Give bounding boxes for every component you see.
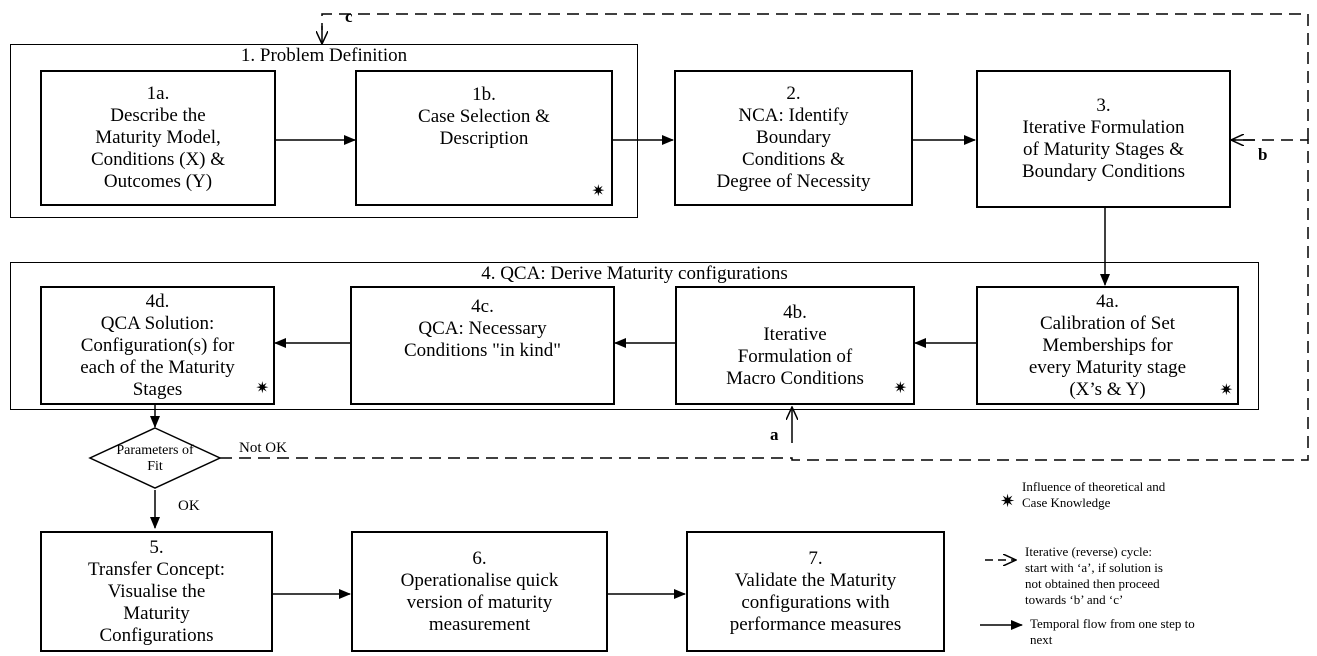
step-6-box: 6. Operationalise quick version of matur… [351, 531, 608, 652]
step-2-line: 2. [786, 83, 801, 104]
step-1a-line: Maturity Model, [95, 127, 221, 148]
step-4d-box: 4d. QCA Solution: Configuration(s) for e… [40, 286, 275, 405]
step-7-line: performance measures [729, 613, 902, 635]
step-4d-line: each of the Maturity [80, 356, 235, 378]
step-4c-box: 4c. QCA: Necessary Conditions "in kind" [350, 286, 615, 405]
group-qca: 4. QCA: Derive Maturity configurations [10, 262, 1259, 410]
group-problem-definition: 1. Problem Definition [10, 44, 638, 218]
step-5-line: Transfer Concept: [87, 558, 226, 580]
step-5-box: 5. Transfer Concept: Visualise the Matur… [40, 531, 273, 652]
not-ok-label: Not OK [239, 440, 287, 456]
step-4d-line: Stages [132, 378, 183, 400]
step-4a-line: every Maturity stage [1028, 356, 1187, 378]
step-4a-line: Calibration of Set [1039, 312, 1176, 334]
step-2-line: Degree of Necessity [716, 171, 871, 192]
step-4d-line: 4d. [145, 290, 170, 312]
legend-temporal-line: Temporal flow from one step to [1030, 616, 1195, 631]
legend-iterative-line: towards ‘b’ and ‘c’ [1025, 592, 1124, 607]
step-3-line: 3. [1096, 95, 1111, 116]
group-qca-title: 4. QCA: Derive Maturity configurations [481, 263, 788, 284]
step-2-line: Boundary [756, 127, 831, 148]
cycle-label-b: b [1258, 145, 1268, 164]
step-7-line: configurations with [741, 591, 890, 613]
step-2-line: NCA: Identify [738, 105, 849, 126]
knowledge-influence-icon: ✷ [893, 380, 907, 397]
step-4b-box: 4b. Iterative Formulation of Macro Condi… [675, 286, 915, 405]
step-3-box: 3. Iterative Formulation of Maturity Sta… [976, 70, 1231, 208]
step-6-line: measurement [428, 613, 531, 635]
step-6-line: version of maturity [406, 591, 553, 613]
step-3-line: Iterative Formulation [1022, 117, 1185, 138]
step-1b-box: 1b. Case Selection & Description ✷ [355, 70, 613, 206]
legend-iterative-line: start with ‘a’, if solution is [1025, 560, 1163, 575]
step-1a-line: 1a. [146, 83, 170, 104]
group-problem-definition-title: 1. Problem Definition [240, 45, 408, 66]
legend-influence: Influence of theoretical and Case Knowle… [1022, 479, 1165, 511]
knowledge-influence-icon: ✷ [591, 183, 605, 200]
step-4c-line: Conditions "in kind" [404, 340, 561, 361]
step-4a-box: 4a. Calibration of Set Memberships for e… [976, 286, 1239, 405]
step-4b-line: Macro Conditions [726, 367, 864, 389]
step-3-line: of Maturity Stages & [1023, 139, 1184, 160]
step-4c-line: 4c. [471, 296, 494, 317]
cycle-label-c: c [345, 7, 353, 26]
legend-iterative: Iterative (reverse) cycle: start with ‘a… [1025, 544, 1163, 608]
legend-temporal-line: next [1030, 632, 1053, 647]
step-4d-line: Configuration(s) for [80, 334, 235, 356]
step-5-line: Maturity [123, 602, 190, 624]
step-5-line: 5. [149, 536, 164, 558]
step-7-line: Validate the Maturity [734, 569, 897, 591]
step-3-line: Boundary Conditions [1021, 161, 1186, 182]
legend-influence-line: Influence of theoretical and [1022, 479, 1166, 494]
legend-star-icon: ✷ [1000, 491, 1016, 511]
step-6-line: 6. [472, 547, 487, 569]
step-4b-line: Iterative [763, 323, 827, 345]
step-1a-line: Describe the [110, 105, 206, 126]
step-1a-line: Conditions (X) & [90, 149, 226, 170]
step-4a-line: (X’s & Y) [1069, 378, 1146, 400]
iterative-cycle-path [220, 139, 1309, 461]
knowledge-influence-icon: ✷ [255, 380, 269, 397]
step-5-line: Visualise the [107, 580, 206, 602]
step-7-box: 7. Validate the Maturity configurations … [686, 531, 945, 652]
decision-line: Parameters of [116, 443, 194, 458]
decision-line: Fit [147, 459, 163, 474]
step-2-box: 2. NCA: Identify Boundary Conditions & D… [674, 70, 913, 206]
knowledge-influence-icon: ✷ [1219, 382, 1233, 399]
step-6-line: Operationalise quick [400, 569, 559, 591]
step-1b-line: Case Selection & [418, 106, 550, 127]
step-1a-box: 1a. Describe the Maturity Model, Conditi… [40, 70, 276, 206]
legend-influence-line: Case Knowledge [1022, 495, 1111, 510]
legend-iterative-line: Iterative (reverse) cycle: [1025, 544, 1153, 559]
cycle-label-a: a [770, 425, 779, 444]
step-1b-line: Description [439, 128, 529, 149]
step-4b-line: Formulation of [737, 345, 853, 367]
iterative-cycle-c-path [321, 13, 1309, 140]
ok-label: OK [178, 498, 200, 514]
step-4d-line: QCA Solution: [100, 312, 215, 334]
step-4b-line: 4b. [783, 301, 807, 323]
legend-iterative-line: not obtained then proceed [1025, 576, 1160, 591]
step-4a-line: 4a. [1096, 290, 1119, 312]
decision-diamond [88, 427, 222, 489]
step-2-line: Conditions & [742, 149, 845, 170]
legend-temporal: Temporal flow from one step to next [1030, 616, 1195, 648]
decision-label: Parameters of Fit [95, 443, 215, 475]
step-4a-line: Memberships for [1042, 334, 1173, 356]
step-5-line: Configurations [99, 624, 214, 646]
step-4c-line: QCA: Necessary [418, 318, 547, 339]
step-1b-line: 1b. [472, 84, 496, 105]
step-1a-line: Outcomes (Y) [103, 171, 213, 192]
step-7-line: 7. [808, 547, 823, 569]
